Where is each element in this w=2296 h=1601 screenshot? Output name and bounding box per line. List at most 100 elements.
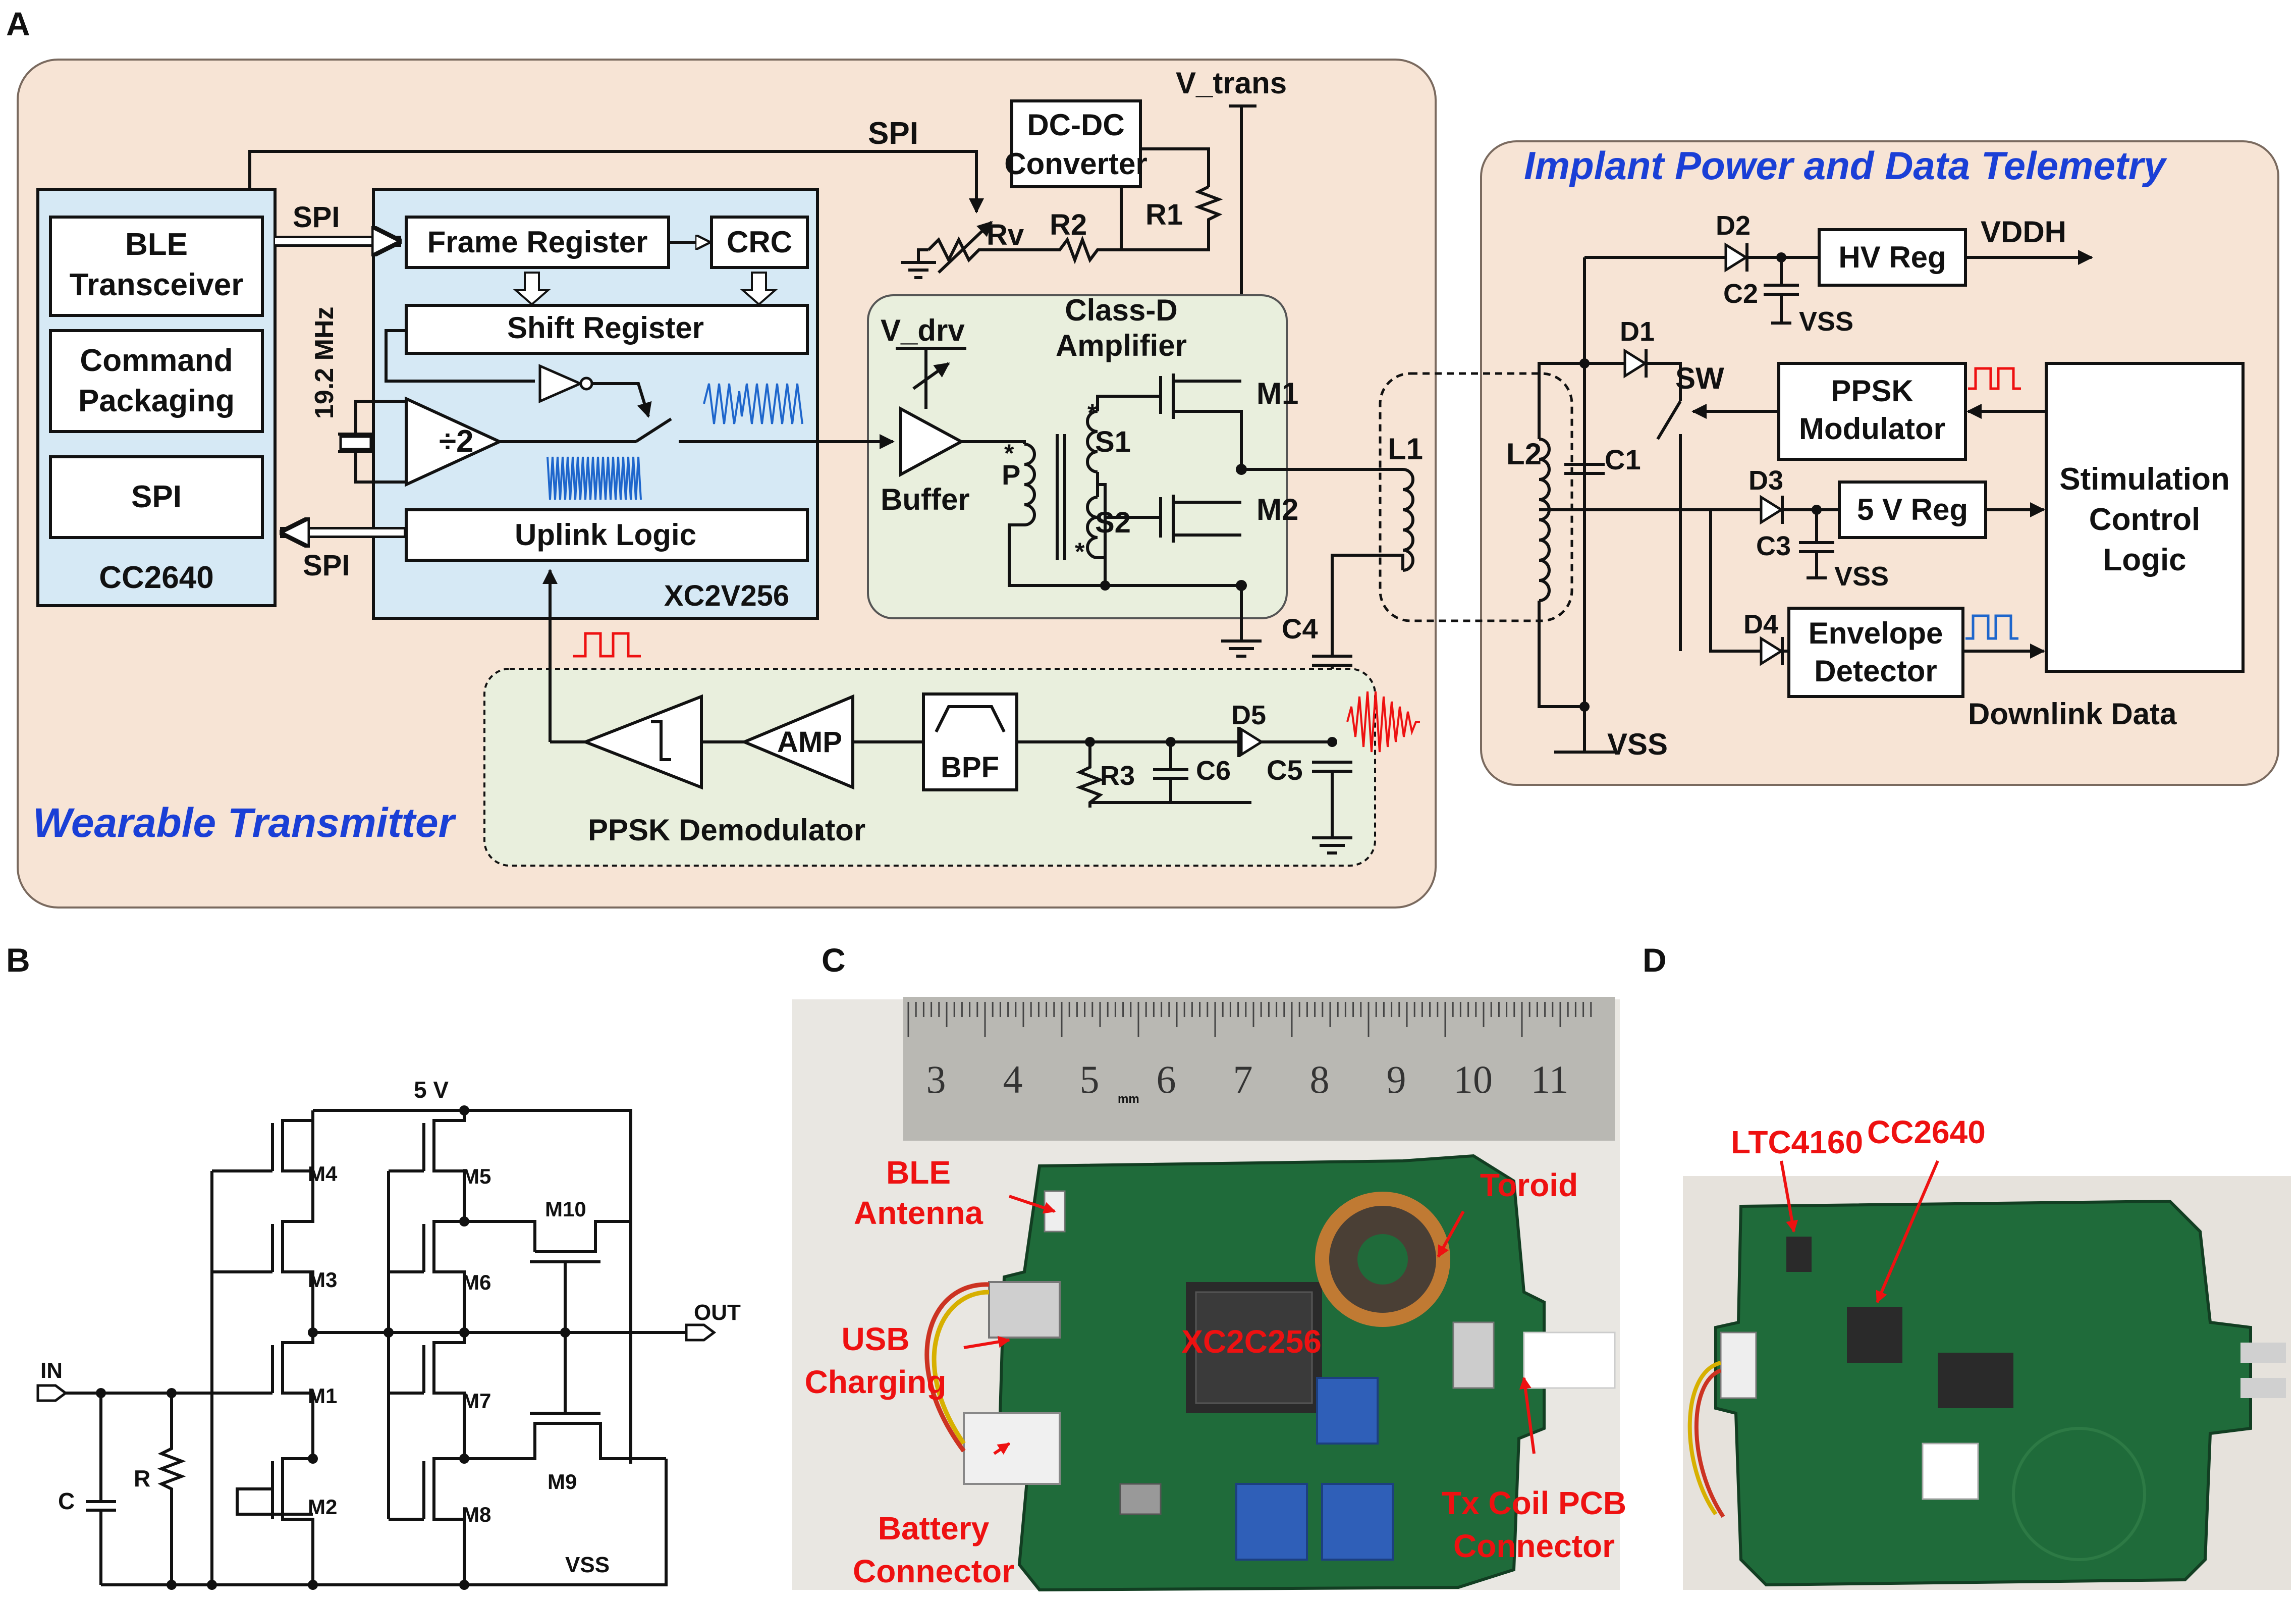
spi-bottom: SPI xyxy=(303,549,350,582)
d1-label: D1 xyxy=(1620,316,1655,347)
d3-diode xyxy=(1760,495,1784,525)
c-tx-1: Tx Coil PCB xyxy=(1442,1485,1626,1521)
b-r: R xyxy=(134,1465,150,1491)
d4-diode xyxy=(1760,636,1784,666)
stim-1: Stimulation xyxy=(2059,462,2230,497)
cc-spi-label: SPI xyxy=(131,479,182,514)
c2-label: C2 xyxy=(1723,279,1758,309)
b-out: OUT xyxy=(694,1300,741,1325)
c-ble-1: BLE xyxy=(886,1154,951,1191)
vdrv-label: V_drv xyxy=(881,313,965,347)
d-ltc: LTC4160 xyxy=(1731,1124,1863,1160)
p-label: P xyxy=(1002,459,1020,491)
clock-freq: 19.2 MHz xyxy=(310,306,339,419)
buffer-label: Buffer xyxy=(881,483,970,516)
b-m9: M9 xyxy=(548,1470,577,1493)
s2-star: * xyxy=(1075,538,1085,566)
p-star: * xyxy=(1004,439,1014,467)
blue-pulse-implant xyxy=(1965,614,2018,640)
dcdc-line1: DC-DC xyxy=(1027,108,1124,142)
ruler-number: 4 xyxy=(1003,1057,1023,1101)
panel-c-label: C xyxy=(822,941,846,979)
c-toroid: Toroid xyxy=(1480,1167,1578,1203)
spi-top: SPI xyxy=(868,116,918,151)
r3-label: R3 xyxy=(1100,761,1135,791)
pcb-photo-d: LTC4160 CC2640 xyxy=(1683,1114,2291,1590)
ruler-number: 7 xyxy=(1233,1057,1253,1101)
vtrans-label: V_trans xyxy=(1176,66,1287,100)
shift-register: Shift Register xyxy=(507,311,704,345)
b-vss: VSS xyxy=(565,1553,610,1577)
env-2: Detector xyxy=(1814,654,1937,688)
ruler-number: 3 xyxy=(926,1057,946,1101)
d2-label: D2 xyxy=(1716,210,1751,241)
c-usb-1: USB xyxy=(841,1321,909,1357)
c-tx-2: Connector xyxy=(1453,1528,1615,1564)
s1-label: S1 xyxy=(1095,425,1131,458)
blue-waveform-1 xyxy=(546,456,642,500)
c-ble-2: Antenna xyxy=(854,1195,983,1231)
c-usb-2: Charging xyxy=(805,1364,947,1400)
buffer-symbol xyxy=(899,406,965,477)
d3-label: D3 xyxy=(1748,465,1783,496)
ruler-number: 9 xyxy=(1387,1057,1406,1101)
b-m5: M5 xyxy=(462,1164,491,1188)
ble-line1: BLE xyxy=(125,227,188,262)
downlink-label: Downlink Data xyxy=(1968,697,2177,731)
b-m3: M3 xyxy=(308,1268,337,1292)
xc-block: Frame Register CRC Shift Register ÷2 19.… xyxy=(310,188,819,620)
xc-name: XC2V256 xyxy=(664,579,789,612)
vss-c3: VSS xyxy=(1834,561,1889,592)
frame-register: Frame Register xyxy=(427,225,648,259)
b-m4: M4 xyxy=(308,1162,338,1186)
class-d-region xyxy=(867,294,1288,619)
d1-diode xyxy=(1623,348,1648,379)
b-m2: M2 xyxy=(308,1495,337,1519)
ruler xyxy=(903,997,1615,1141)
vss-c2: VSS xyxy=(1799,306,1853,337)
bpf-label: BPF xyxy=(941,751,999,784)
b-m7: M7 xyxy=(462,1389,491,1413)
dcdc-line2: Converter xyxy=(1004,147,1147,181)
m2-label: M2 xyxy=(1256,493,1298,526)
c6-label: C6 xyxy=(1196,756,1231,786)
schmitt-schematic: 5 V M4 M3 M1 M2 M5 M6 M7 xyxy=(36,1077,741,1590)
demod-label: PPSK Demodulator xyxy=(588,813,865,847)
b-m6: M6 xyxy=(462,1270,491,1294)
cc2640-block: BLE Transceiver Command Packaging SPI CC… xyxy=(36,188,277,607)
c-chip: XC2C256 xyxy=(1181,1323,1322,1360)
hvreg-label: HV Reg xyxy=(1838,240,1946,274)
ruler-number: 6 xyxy=(1157,1057,1176,1101)
c3-label: C3 xyxy=(1756,531,1791,561)
ble-line2: Transceiver xyxy=(70,268,244,302)
blue-waveform-2 xyxy=(703,383,803,424)
ruler-number: 11 xyxy=(1530,1057,1568,1101)
r1-label: R1 xyxy=(1145,198,1183,231)
l1-label: L1 xyxy=(1388,432,1423,466)
panel-b-label: B xyxy=(6,941,30,979)
divider-label: ÷2 xyxy=(439,424,474,459)
b-m1: M1 xyxy=(308,1384,337,1408)
d2-diode xyxy=(1724,242,1748,273)
divider-symbol xyxy=(405,396,504,487)
cmd-line2: Packaging xyxy=(78,384,235,418)
r2-label: R2 xyxy=(1050,208,1087,241)
ruler-number: 10 xyxy=(1453,1057,1493,1101)
d5-label: D5 xyxy=(1231,700,1266,730)
red-pulse-implant xyxy=(1968,367,2021,390)
coupling-box xyxy=(1379,372,1573,622)
c-batt-1: Battery xyxy=(878,1510,990,1546)
sw-label: SW xyxy=(1675,361,1724,395)
ruler-number: 5 xyxy=(1080,1057,1100,1101)
d4-label: D4 xyxy=(1743,609,1778,639)
panel-a-label: A xyxy=(6,5,30,42)
b-in: IN xyxy=(40,1358,63,1383)
ruler-unit: mm xyxy=(1118,1092,1139,1106)
uplink-logic: Uplink Logic xyxy=(515,518,696,552)
red-pulse-demod xyxy=(573,632,641,658)
d-cc: CC2640 xyxy=(1867,1114,1986,1150)
vss-main: VSS xyxy=(1607,727,1668,761)
m1-label: M1 xyxy=(1256,377,1298,410)
